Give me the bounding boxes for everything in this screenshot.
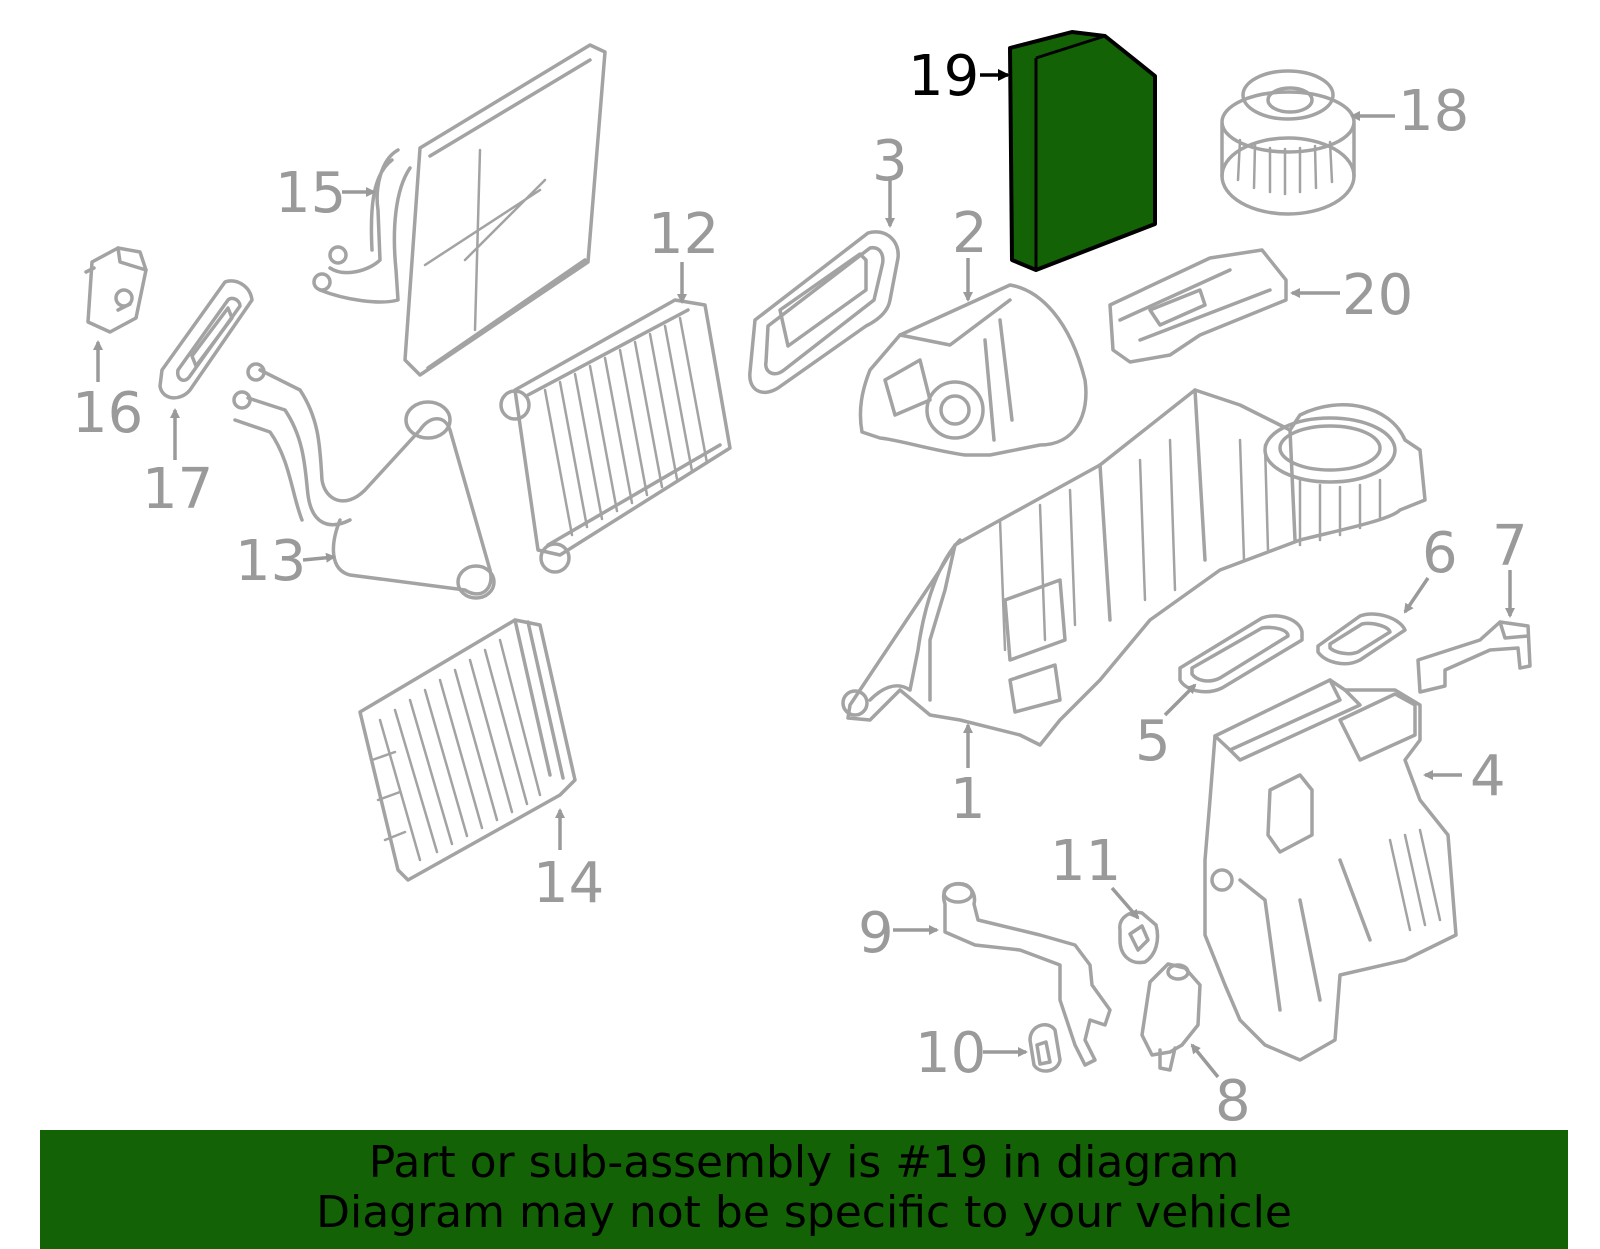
- callout-12: 12: [648, 202, 719, 267]
- callout-1: 1: [950, 767, 986, 832]
- part-9-duct[interactable]: [942, 881, 1112, 1067]
- callout-15: 15: [275, 161, 346, 226]
- part-12-heater-core[interactable]: [499, 298, 732, 574]
- part-10-grommet[interactable]: [1028, 1023, 1062, 1073]
- part-13-heater-pipes[interactable]: [232, 362, 496, 600]
- callout-6: 6: [1422, 521, 1458, 586]
- part-3-gasket[interactable]: [748, 230, 900, 394]
- part-20-bracket[interactable]: [1108, 248, 1288, 364]
- callout-8: 8: [1215, 1069, 1251, 1130]
- callout-5: 5: [1135, 709, 1171, 774]
- part-18-blower-motor[interactable]: [1220, 69, 1356, 216]
- callout-3: 3: [872, 129, 908, 194]
- part-8-sensor[interactable]: [1140, 962, 1202, 1072]
- callout-20: 20: [1342, 263, 1413, 328]
- part-14-ptc-heater[interactable]: [358, 618, 577, 882]
- callout-9: 9: [858, 901, 894, 966]
- part-15-evaporator[interactable]: [312, 43, 607, 377]
- callout-17: 17: [142, 457, 213, 522]
- part-6-gasket[interactable]: [1316, 612, 1407, 666]
- part-5-gasket[interactable]: [1178, 614, 1304, 694]
- callout-10: 10: [915, 1021, 986, 1086]
- part-2-blower-housing[interactable]: [858, 283, 1088, 457]
- parts-diagram: 19 18 3 2 12 15 16 17 13 20 1 5 6 7 4 14…: [72, 30, 1532, 1130]
- banner-line-2: Diagram may not be specific to your vehi…: [316, 1187, 1292, 1238]
- part-16-expansion-valve[interactable]: [84, 246, 148, 334]
- callout-13: 13: [235, 529, 306, 594]
- callout-2: 2: [952, 201, 988, 266]
- part-7-lever[interactable]: [1416, 620, 1532, 694]
- part-4-distribution-housing[interactable]: [1203, 678, 1458, 1062]
- part-11-grommet[interactable]: [1118, 910, 1160, 965]
- part-17-gasket[interactable]: [158, 279, 254, 400]
- callout-11: 11: [1050, 829, 1121, 894]
- banner-line-1: Part or sub-assembly is #19 in diagram: [368, 1137, 1240, 1188]
- callout-7: 7: [1492, 514, 1528, 579]
- callout-14: 14: [533, 851, 604, 916]
- part-19-cabin-filter[interactable]: [1008, 30, 1157, 272]
- notice-banner: Part or sub-assembly is #19 in diagram D…: [40, 1130, 1568, 1249]
- callout-18: 18: [1398, 79, 1469, 144]
- callout-4: 4: [1470, 744, 1506, 809]
- callout-labels: 19 18 3 2 12 15 16 17 13 20 1 5 6 7 4 14…: [72, 44, 1528, 1130]
- part-1-hvac-housing[interactable]: [841, 388, 1427, 747]
- callout-16: 16: [72, 381, 143, 446]
- leader-lines: [93, 69, 1515, 1079]
- callout-19: 19: [908, 44, 979, 109]
